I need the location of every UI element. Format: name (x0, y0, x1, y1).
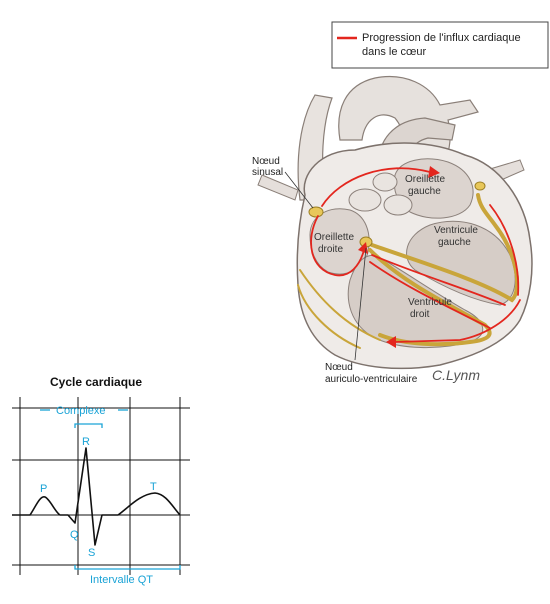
valve-2 (383, 194, 413, 216)
artist-signature: C.Lynm (432, 367, 480, 383)
wave-r-label: R (82, 436, 90, 448)
wave-q-label: Q (70, 529, 79, 541)
ecg-diagram: Cycle cardiaque Complexe Intervalle QT P… (12, 375, 190, 586)
legend-text-line2: dans le cœur (362, 46, 427, 58)
conduction-right-branch (368, 248, 492, 347)
label-av-node-2: auriculo-ventriculaire (325, 374, 418, 385)
label-sinus-node-1: Nœud (252, 156, 280, 167)
arrowhead-1 (428, 166, 440, 178)
right-atrium (309, 208, 370, 275)
label-right-ventricle-1: Ventricule (408, 297, 452, 308)
right-ventricle (347, 254, 483, 349)
label-right-ventricle-2: droit (410, 309, 430, 320)
impulse-arrow-apex (394, 299, 521, 343)
arrowhead-3 (386, 336, 396, 348)
label-sinus-node-2: sinusal (252, 167, 283, 178)
label-left-ventricle-1: Ventricule (434, 225, 478, 236)
impulse-arrow-septum (371, 254, 506, 306)
impulse-progression (310, 167, 521, 343)
conduction-system (297, 193, 520, 349)
pulmonary-node (474, 181, 486, 191)
valve-1 (348, 188, 382, 212)
impulse-arrow-right-ventricle (369, 261, 491, 329)
label-left-atrium-1: Oreillette (405, 174, 445, 185)
complexe-bracket (74, 423, 103, 428)
wave-p-label: P (40, 483, 47, 495)
label-left-atrium-2: gauche (408, 186, 441, 197)
heart-illustration: Nœud sinusal Oreillette gauche Oreillett… (252, 75, 533, 385)
ecg-grid (12, 397, 190, 575)
legend-box (331, 21, 549, 69)
leader-av (354, 247, 367, 361)
impulse-arrow-left-atrium (321, 167, 431, 207)
qt-interval-bracket (74, 565, 181, 570)
label-right-atrium-1: Oreillette (314, 232, 354, 243)
pulmonary-vein-left (257, 174, 299, 201)
sinus-node (308, 206, 324, 218)
ecg-brackets (40, 409, 181, 570)
ecg-title: Cycle cardiaque (50, 375, 142, 389)
label-right-atrium-2: droite (318, 244, 343, 255)
impulse-arrow-right-atrium (310, 215, 365, 277)
valve-3 (372, 172, 398, 192)
legend-text-line1: Progression de l'influx cardiaque (362, 32, 521, 44)
impulse-arrow-left-wall (489, 204, 520, 296)
label-left-ventricle-2: gauche (438, 237, 471, 248)
complexe-label: Complexe (56, 405, 106, 417)
wave-s-label: S (88, 547, 95, 559)
ecg-waveform (12, 447, 181, 546)
legend: Progression de l'influx cardiaque dans l… (331, 21, 549, 69)
wave-t-label: T (150, 481, 157, 493)
conduction-left-branch (370, 193, 520, 303)
conduction-fibers (297, 269, 381, 349)
leader-sinus (284, 171, 314, 209)
label-av-node-1: Nœud (325, 362, 353, 373)
qt-interval-label: Intervalle QT (90, 574, 153, 586)
